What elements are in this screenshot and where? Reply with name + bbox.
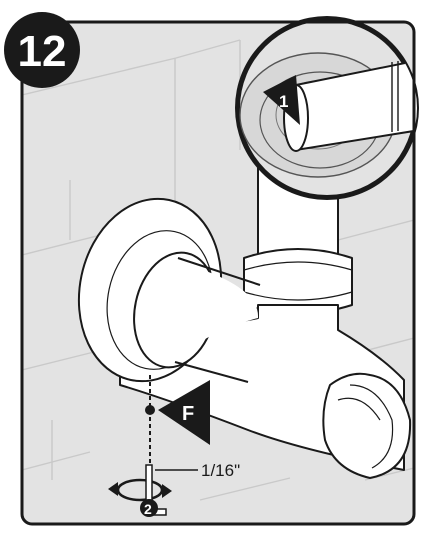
allen-wrench-icon: 2 <box>140 464 167 517</box>
step-number: 12 <box>18 27 67 76</box>
callout-2-label: 2 <box>144 501 152 517</box>
detail-magnifier: 1 <box>235 16 419 200</box>
arrow-pointer-icon <box>158 380 210 445</box>
riser-ring <box>243 248 353 315</box>
rotation-arrow-icon <box>108 478 172 502</box>
gap-guide: 1/16" <box>145 375 240 480</box>
gap-dimension-label: 1/16" <box>201 461 240 480</box>
callout-1-label: 1 <box>279 92 288 111</box>
step-badge: 12 <box>4 12 80 88</box>
valve-assembly <box>77 164 412 479</box>
panel-border <box>20 20 416 526</box>
callout-f: F <box>158 380 210 445</box>
arrow-pointer-icon <box>263 75 300 125</box>
callout-f-label: F <box>182 403 194 425</box>
